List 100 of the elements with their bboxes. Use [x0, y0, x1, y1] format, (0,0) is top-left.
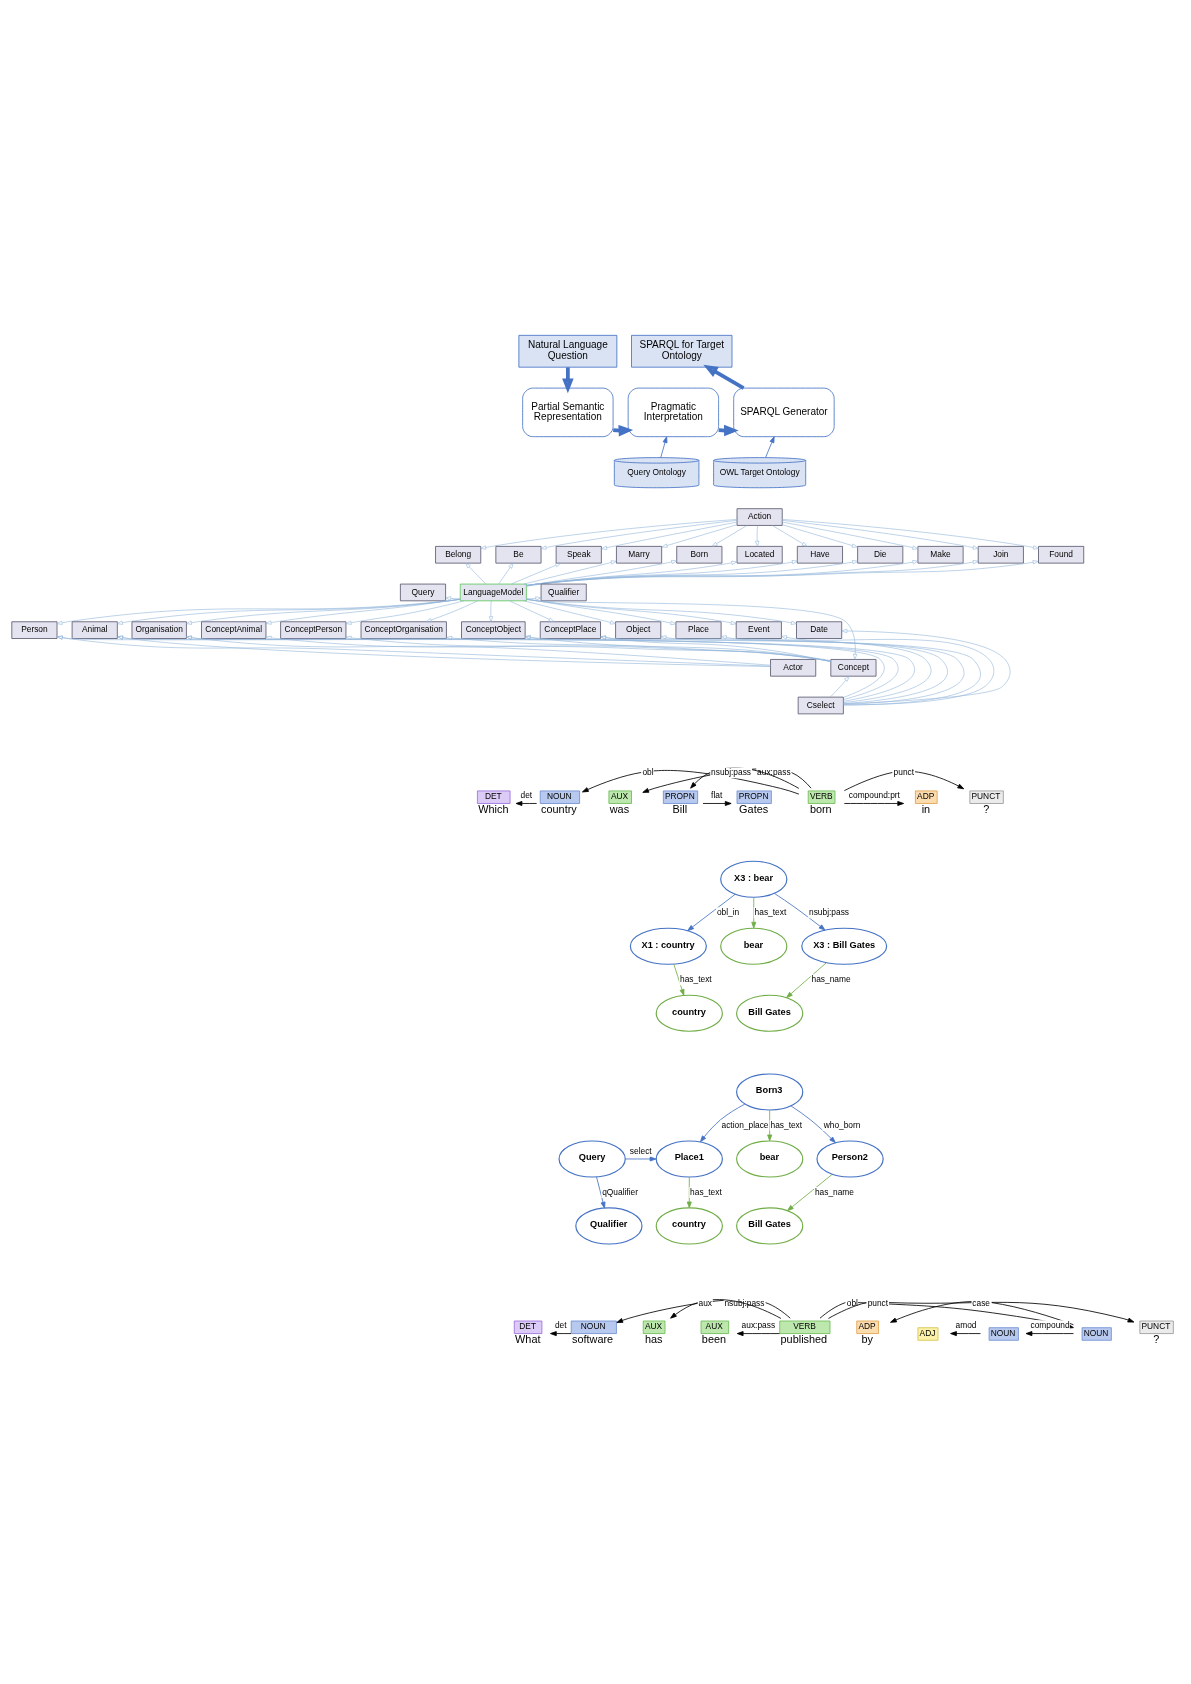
arrow: [526, 560, 738, 587]
node-box: Animal: [71, 621, 118, 639]
edge-label: aux:pass: [757, 767, 791, 778]
node-box: Speak: [555, 545, 602, 564]
arrow: [445, 596, 461, 601]
arrow: [782, 520, 979, 550]
arrow: [950, 1331, 981, 1337]
edge-label: flat: [711, 790, 723, 801]
node-box: Organisation: [131, 621, 187, 639]
node-ellipse: country: [655, 1207, 723, 1245]
arrow: [624, 1156, 657, 1162]
node-box: Be: [495, 545, 542, 564]
arrow: [781, 635, 995, 706]
node-box: ConceptObject: [461, 621, 526, 639]
arrow: [711, 525, 748, 547]
arrow: [465, 562, 487, 585]
arrow: [596, 1176, 606, 1209]
arrow: [562, 367, 574, 394]
edge-label: nsubj:pass: [711, 767, 752, 778]
node-label: been: [701, 1333, 727, 1346]
edge-label: nsubj:pass: [809, 907, 850, 918]
node-label: Bill: [672, 803, 688, 816]
arrow: [673, 963, 685, 996]
arrow: [526, 598, 737, 625]
arrow: [345, 600, 465, 625]
arrow: [446, 635, 832, 662]
edge-label: punct: [893, 767, 915, 778]
node-box: Pragmatic Interpretation: [627, 387, 719, 438]
edge-label: compound: [1030, 1320, 1070, 1331]
node-box: LanguageModel: [459, 583, 527, 602]
arrow: [830, 676, 850, 698]
arrow: [736, 1331, 780, 1337]
node-box: Event: [735, 621, 782, 639]
edge-label: has_text: [754, 907, 787, 918]
edge-label: case: [972, 1297, 991, 1308]
arrow: [526, 599, 797, 625]
node-label: published: [780, 1333, 828, 1346]
arrow: [425, 600, 478, 623]
arrow: [581, 770, 800, 795]
arrow: [772, 525, 808, 547]
arrow: [540, 520, 738, 550]
arrow: [526, 598, 677, 625]
edge-label: det: [520, 790, 533, 801]
node-ellipse: Qualifier: [575, 1207, 643, 1245]
arrow: [721, 635, 981, 706]
arrow: [782, 519, 1039, 550]
node-box: Natural Language Question: [518, 334, 618, 368]
arrow: [828, 1301, 1135, 1323]
node-box: Cselect: [797, 696, 844, 715]
arrow: [765, 436, 775, 458]
node-box: Marry: [616, 545, 663, 564]
node-box: Date: [796, 621, 843, 639]
edge-label: det: [554, 1320, 567, 1331]
edge-label: has_text: [680, 974, 712, 985]
arrow: [751, 897, 757, 929]
node-label: born: [809, 803, 832, 816]
node-label: Gates: [739, 803, 769, 816]
arrow: [523, 560, 617, 585]
node-label: has: [644, 1333, 663, 1346]
edge-label: punct: [867, 1297, 889, 1308]
arrow: [186, 598, 461, 625]
node-ellipse: bear: [720, 927, 788, 965]
arrow: [550, 1331, 572, 1337]
node-box: Action: [736, 508, 783, 526]
edge-label: qQualifier: [602, 1186, 638, 1197]
edge-label: select: [629, 1145, 652, 1156]
edge-label: has_name: [811, 974, 851, 985]
arrow: [265, 598, 461, 625]
node-box: Place: [675, 621, 722, 639]
arrow: [703, 364, 745, 390]
node-ellipse: X3 : Bill Gates: [801, 927, 888, 965]
arrow: [600, 635, 832, 662]
edge-label: obl: [642, 767, 654, 778]
node-box: Die: [857, 545, 904, 564]
arrow: [509, 600, 555, 622]
arrow: [660, 436, 668, 458]
node-ellipse: Person2: [816, 1140, 884, 1178]
edge-label: who_born: [823, 1119, 861, 1130]
edge-label: obl_in: [716, 907, 740, 918]
node-box: Have: [796, 545, 843, 564]
arrow: [790, 1105, 836, 1144]
arrow: [601, 521, 738, 550]
node-box: Object: [615, 621, 662, 639]
arrow: [515, 801, 538, 806]
node-box: Person: [11, 621, 58, 639]
node-label: ?: [983, 803, 990, 816]
node-label: Which: [478, 803, 509, 816]
node-box: ConceptOrganisation: [360, 621, 447, 639]
arrow: [526, 596, 542, 601]
node-ellipse: Born3: [736, 1073, 804, 1111]
node-label: was: [609, 803, 630, 816]
node-label: software: [572, 1333, 614, 1346]
node-label: What: [515, 1333, 541, 1346]
node-box: Actor: [770, 659, 817, 677]
edge-label: action_place: [721, 1119, 769, 1130]
arrow: [526, 560, 858, 586]
node-box: ConceptAnimal: [201, 621, 267, 639]
node-label: in: [921, 803, 931, 816]
node-box: Join: [977, 545, 1024, 564]
arrow: [526, 599, 858, 660]
